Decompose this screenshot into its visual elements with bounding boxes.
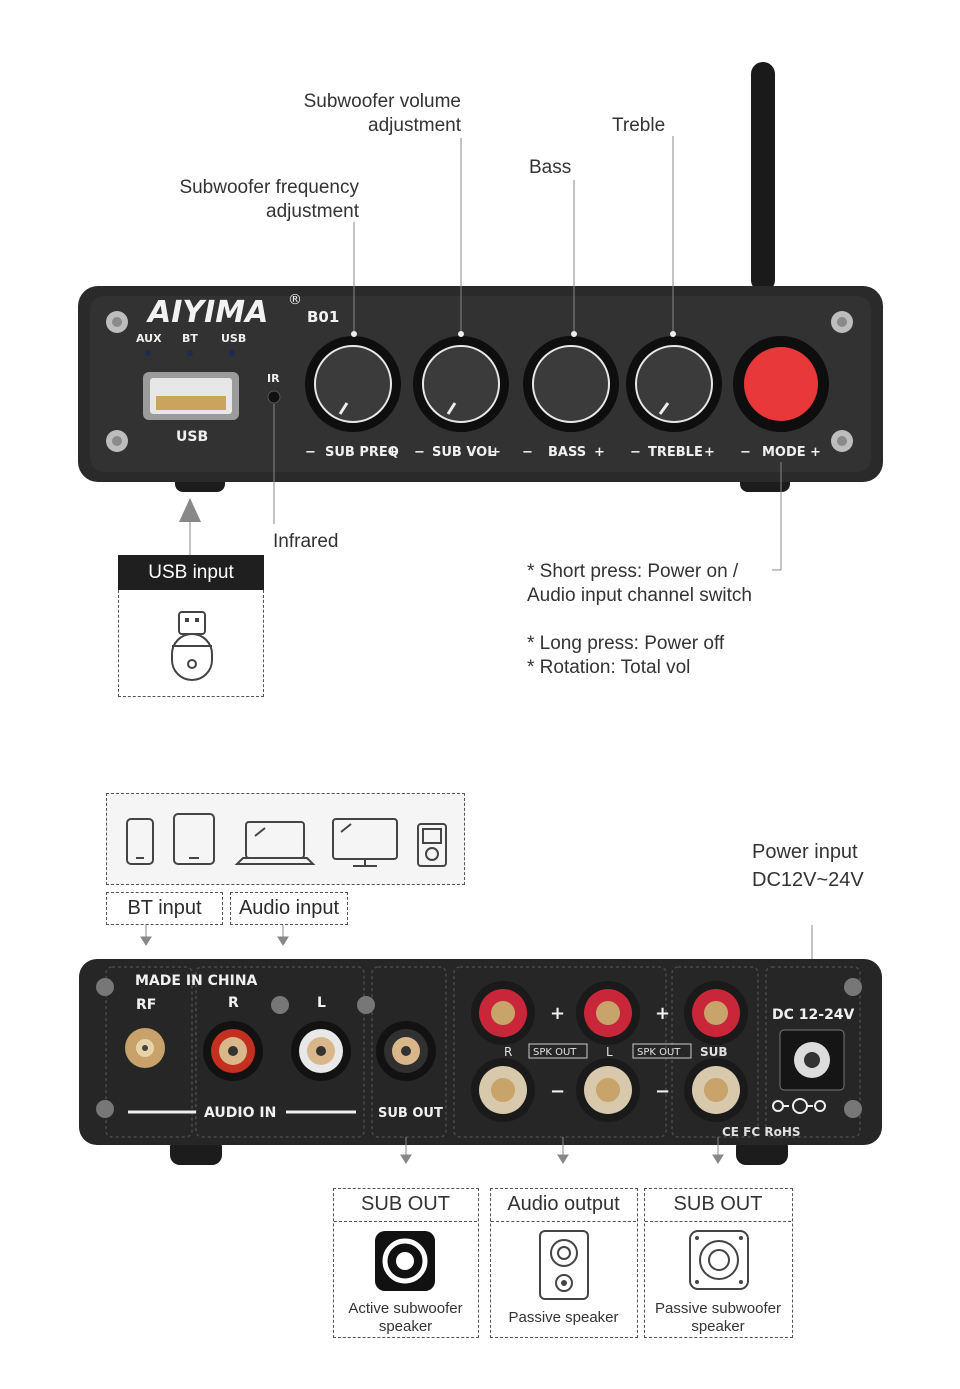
- svg-text:SUB OUT: SUB OUT: [378, 1106, 443, 1121]
- rca-left-jack: [291, 1021, 351, 1081]
- usb-port: [143, 372, 239, 420]
- svg-text:+: +: [810, 445, 821, 460]
- indicator-label: USB: [221, 332, 246, 345]
- passive-speaker-icon: [539, 1230, 589, 1300]
- phone-icon: [126, 818, 154, 865]
- antenna: [751, 62, 775, 292]
- svg-text:−: −: [522, 445, 533, 460]
- usb-input-box: [118, 590, 264, 697]
- music-player-icon: [417, 823, 447, 867]
- knob-bass[interactable]: [523, 336, 619, 432]
- rca-right-jack: [203, 1021, 263, 1081]
- device-icons-box: [106, 793, 465, 885]
- svg-text:−: −: [630, 445, 641, 460]
- indicator-label: BT: [182, 332, 198, 345]
- knob-label: TREBLE: [648, 445, 703, 460]
- arrow-down-icon: [400, 1154, 412, 1164]
- cert-marks: CE FC RoHS: [722, 1125, 801, 1139]
- audio-input-label: Audio input: [238, 897, 340, 919]
- svg-text:MADE IN CHINA: MADE IN CHINA: [135, 973, 258, 989]
- front-panel-diagram: AIYIMA ® B01 AUX BT USB USB IR −SUB PREQ…: [78, 62, 883, 571]
- svg-text:+: +: [550, 1003, 565, 1024]
- led-icon: [187, 350, 193, 356]
- svg-text:+: +: [594, 445, 605, 460]
- knob-label: BASS: [548, 445, 586, 460]
- indicator-label: AUX: [136, 332, 162, 345]
- polarity-icon: [772, 1098, 826, 1114]
- arrow-up-icon: [179, 498, 201, 522]
- rca-sub-out-jack: [376, 1021, 436, 1081]
- svg-text:+: +: [387, 445, 398, 460]
- knob-treble[interactable]: [626, 336, 722, 432]
- svg-text:®: ®: [288, 292, 302, 308]
- knob-label: SUB PREQ: [325, 445, 399, 460]
- svg-text:L: L: [317, 995, 326, 1011]
- svg-text:SPK OUT: SPK OUT: [637, 1047, 681, 1058]
- dc-power-jack: [779, 1029, 845, 1091]
- svg-text:R: R: [228, 995, 239, 1011]
- model-label: B01: [307, 308, 339, 326]
- knob-sub-vol[interactable]: [413, 336, 509, 432]
- svg-text:+: +: [655, 1003, 670, 1024]
- svg-text:−: −: [305, 445, 316, 460]
- callout-treble: Treble: [612, 115, 666, 136]
- usb-drive-icon: [171, 611, 213, 681]
- svg-text:AUDIO IN: AUDIO IN: [204, 1105, 276, 1121]
- knob-label: MODE: [762, 445, 806, 460]
- svg-text:+: +: [704, 445, 715, 460]
- svg-text:−: −: [740, 445, 751, 460]
- knob-label: SUB VOL: [432, 445, 496, 460]
- svg-text:R: R: [504, 1045, 512, 1059]
- bt-input-label: BT input: [127, 897, 202, 919]
- svg-text:SPK OUT: SPK OUT: [533, 1047, 577, 1058]
- arrow-down-icon: [140, 936, 152, 946]
- knob-sub-freq[interactable]: [305, 336, 401, 432]
- ir-sensor: [267, 390, 281, 404]
- monitor-icon: [332, 818, 398, 867]
- active-subwoofer-icon: [375, 1231, 435, 1291]
- speaker-binding-posts: [471, 981, 748, 1122]
- brand-logo: AIYIMA: [146, 295, 268, 330]
- svg-text:−: −: [550, 1081, 565, 1102]
- svg-text:−: −: [414, 445, 425, 460]
- mode-notes: * Short press: Power on / Audio input ch…: [527, 561, 752, 678]
- led-icon: [229, 350, 235, 356]
- arrow-down-icon: [557, 1154, 569, 1164]
- leader-lines: [189, 136, 782, 571]
- svg-text:IR: IR: [267, 372, 280, 385]
- svg-text:RF: RF: [136, 997, 156, 1013]
- svg-text:L: L: [606, 1045, 613, 1059]
- rear-panel-diagram: MADE IN CHINA RF R L AUDIO IN SUB OUT + …: [79, 925, 882, 1165]
- svg-text:−: −: [655, 1081, 670, 1102]
- svg-text:DC 12-24V: DC 12-24V: [772, 1007, 855, 1023]
- usb-port-label: USB: [176, 429, 208, 445]
- arrow-down-icon: [712, 1154, 724, 1164]
- arrow-down-icon: [277, 936, 289, 946]
- tablet-icon: [173, 813, 215, 865]
- callout-infrared: Infrared: [273, 531, 339, 552]
- led-icon: [145, 350, 151, 356]
- passive-subwoofer-icon: [689, 1230, 749, 1290]
- output-box-passive-speaker: Audio output Passive speaker: [490, 1188, 638, 1338]
- knob-mode[interactable]: [733, 336, 829, 432]
- svg-text:SUB: SUB: [700, 1045, 728, 1059]
- usb-input-header: USB input: [118, 555, 264, 590]
- rf-antenna-connector: [125, 1028, 165, 1068]
- svg-text:+: +: [490, 445, 501, 460]
- callout-bass: Bass: [529, 157, 572, 178]
- screw-icon: [106, 311, 853, 452]
- laptop-icon: [234, 821, 316, 865]
